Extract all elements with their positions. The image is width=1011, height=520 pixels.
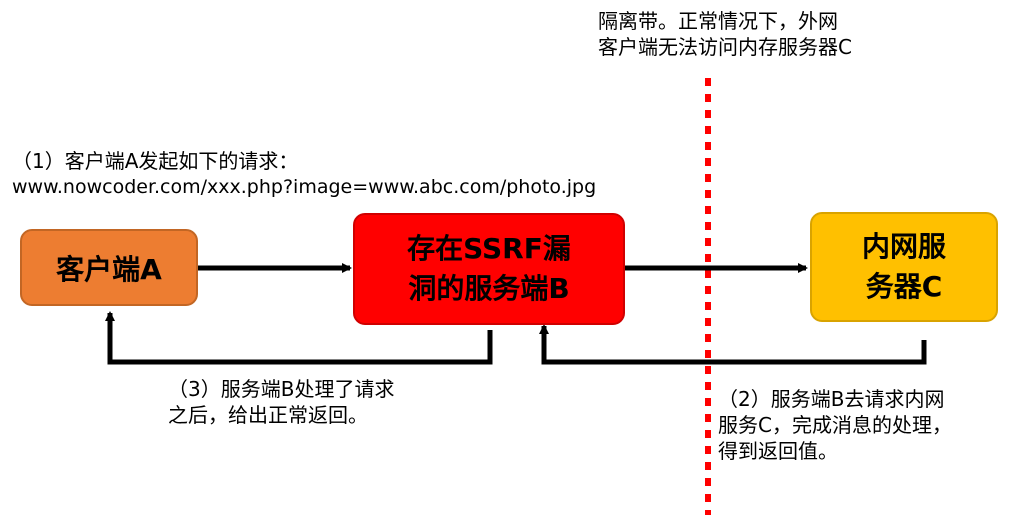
server-c-node: 内网服 务器C <box>810 212 998 322</box>
step1-note-line1: （1）客户端A发起如下的请求： <box>12 149 299 173</box>
isolation-note-line2: 客户端无法访问内存服务器C <box>598 35 852 59</box>
step3-note: （3）服务端B处理了请求 之后，给出正常返回。 <box>168 376 394 428</box>
isolation-note-line1: 隔离带。正常情况下，外网 <box>598 9 838 33</box>
step3-note-line2: 之后，给出正常返回。 <box>168 403 368 427</box>
server-b-label-line1: 存在SSRF漏 <box>407 232 571 265</box>
arrow-b-to-a <box>105 311 493 365</box>
step2-note-line2: 服务C，完成消息的处理， <box>718 413 952 437</box>
step2-note-line3: 得到返回值。 <box>718 439 838 463</box>
server-b-node: 存在SSRF漏 洞的服务端B <box>353 213 625 325</box>
server-b-label-line2: 洞的服务端B <box>408 272 570 305</box>
step2-note: （2）服务端B去请求内网 服务C，完成消息的处理， 得到返回值。 <box>718 386 952 464</box>
server-c-label-line1: 内网服 <box>861 230 946 263</box>
client-a-label: 客户端A <box>56 252 162 286</box>
step1-note-line2: www.nowcoder.com/xxx.php?image=www.abc.c… <box>12 176 597 198</box>
client-a-node: 客户端A <box>20 229 198 306</box>
step2-note-line1: （2）服务端B去请求内网 <box>718 387 945 411</box>
server-c-label-line2: 务器C <box>865 270 943 303</box>
step1-note: （1）客户端A发起如下的请求： www.nowcoder.com/xxx.php… <box>12 148 596 200</box>
isolation-note: 隔离带。正常情况下，外网 客户端无法访问内存服务器C <box>598 8 852 60</box>
arrow-c-to-b <box>539 324 927 365</box>
step3-note-line1: （3）服务端B处理了请求 <box>168 377 395 401</box>
